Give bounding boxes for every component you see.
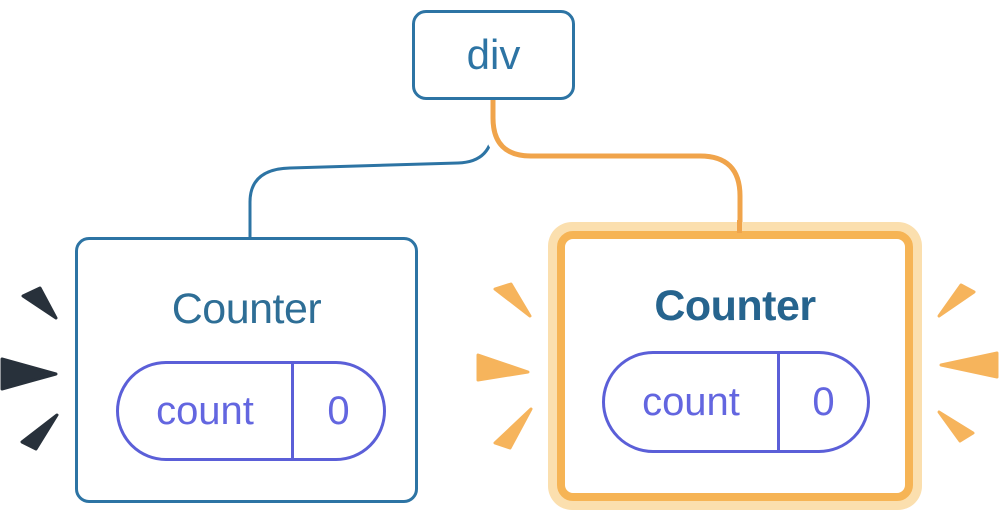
state-key: count xyxy=(605,354,780,450)
glow-spark-icon xyxy=(939,351,999,379)
glow-spark-icon xyxy=(493,282,532,318)
state-key: count xyxy=(119,364,294,458)
glow-spark-icon xyxy=(937,410,975,443)
poof-spark-icon xyxy=(0,357,58,391)
state-value: 0 xyxy=(327,388,350,433)
poof-burst-icon xyxy=(0,286,59,451)
counter-card-left: Counter count 0 xyxy=(75,237,418,503)
poof-spark-icon xyxy=(20,413,59,451)
glow-burst-icon xyxy=(937,283,999,443)
poof-spark-icon xyxy=(21,286,58,320)
right-connector-tail xyxy=(737,220,742,233)
counter-card-right-highlight-ring: Counter count 0 xyxy=(548,222,922,510)
state-value: 0 xyxy=(812,379,835,424)
glow-spark-icon xyxy=(476,353,530,382)
state-pill: count 0 xyxy=(116,361,386,461)
counter-title: Counter xyxy=(171,285,322,333)
div-node-label: div xyxy=(466,31,521,78)
counter-card-right: Counter count 0 xyxy=(557,231,913,501)
state-pill: count 0 xyxy=(602,351,870,453)
counter-title: Counter xyxy=(654,282,816,330)
right-connector-casing xyxy=(482,95,751,234)
glow-spark-icon xyxy=(493,407,533,450)
left-connector-line xyxy=(248,101,495,240)
glow-burst-icon xyxy=(476,282,533,450)
glow-spark-icon xyxy=(937,283,976,318)
right-connector-line xyxy=(490,95,743,234)
div-node: div xyxy=(412,10,575,100)
